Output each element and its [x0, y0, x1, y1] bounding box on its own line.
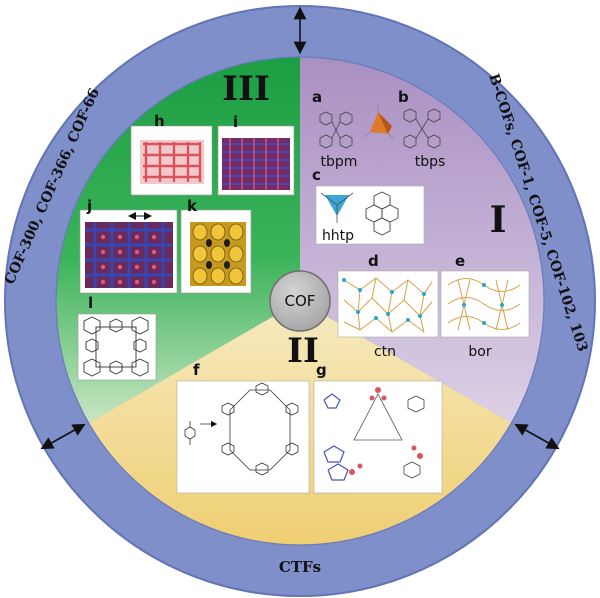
panel-d: d ctn	[337, 252, 439, 360]
triangle-icon	[320, 192, 354, 223]
numeral-purple: I	[490, 199, 507, 241]
numeral-yellow: II	[287, 331, 319, 371]
double-arrow-icon	[514, 423, 560, 450]
panel-a: a tbpm	[312, 88, 395, 170]
svg-text:d: d	[368, 252, 379, 270]
tbps-molecule-image	[403, 108, 441, 149]
panel-i: i	[217, 113, 295, 196]
svg-text:j: j	[86, 197, 92, 215]
svg-text:k: k	[187, 197, 198, 215]
panel-h: h	[130, 112, 213, 196]
panel-l: l	[77, 294, 157, 381]
panel-e: e bor	[440, 252, 530, 360]
pink-framework-image	[140, 140, 204, 184]
svg-text:i: i	[233, 113, 238, 131]
macrocycle-structure-image	[83, 316, 149, 377]
panel-b: b tbps	[398, 88, 445, 170]
svg-text:e: e	[455, 252, 465, 270]
svg-text:f: f	[193, 361, 200, 379]
svg-text:ctn: ctn	[374, 344, 396, 360]
lattice-framework-image	[85, 212, 173, 288]
ctf-triangle-scheme-image	[323, 387, 425, 481]
hhtp-molecule-image	[365, 191, 399, 236]
svg-text:h: h	[154, 112, 165, 130]
svg-text:tbps: tbps	[415, 154, 446, 170]
panel-k: k	[180, 197, 252, 294]
svg-text:tbpm: tbpm	[321, 154, 358, 170]
center-hub	[269, 270, 331, 332]
svg-text:l: l	[88, 294, 93, 312]
svg-text:g: g	[316, 361, 327, 379]
ring-label-yellow: CTFs	[279, 558, 321, 576]
yellow-framework-image	[190, 222, 246, 286]
tbpm-molecule-image	[319, 111, 353, 149]
panel-g: g	[313, 361, 443, 494]
svg-text:b: b	[398, 88, 409, 106]
svg-text:a: a	[312, 88, 322, 106]
tetrahedron-icon	[363, 104, 395, 140]
svg-text:bor: bor	[468, 344, 491, 360]
panel-j: j	[79, 197, 178, 294]
numeral-green: III	[222, 69, 270, 109]
inner-circle-edge	[55, 56, 545, 546]
double-arrow-icon	[40, 423, 86, 450]
panel-c: c hhtp	[312, 166, 425, 245]
svg-text:c: c	[312, 166, 321, 184]
center-label: COF	[285, 292, 316, 310]
svg-text:hhtp: hhtp	[322, 228, 354, 244]
ctf-reaction-scheme-image	[184, 382, 299, 476]
purple-framework-image	[222, 138, 290, 190]
panel-f: f	[176, 361, 310, 494]
